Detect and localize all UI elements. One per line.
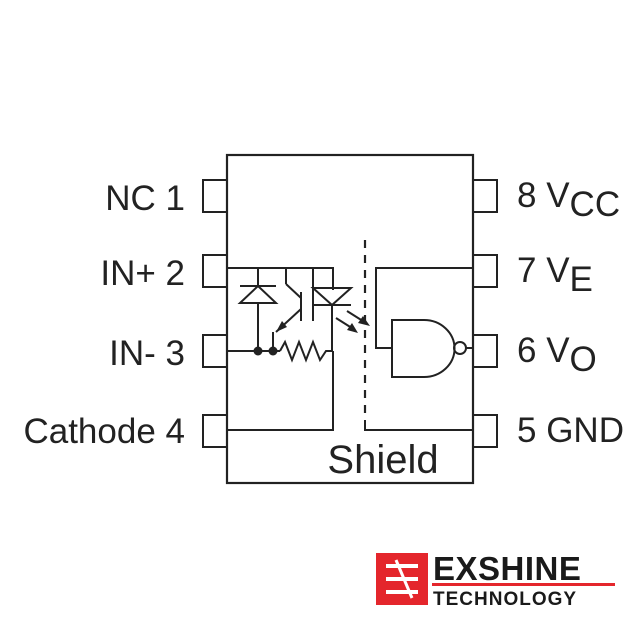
logo-subtitle: TECHNOLOGY bbox=[433, 589, 577, 610]
resistor-symbol bbox=[279, 339, 332, 363]
nand-inversion-bubble bbox=[453, 341, 467, 355]
pin-8-pad bbox=[472, 179, 498, 213]
pin-1-pad bbox=[202, 179, 228, 213]
pin-7-label: 7 VE bbox=[517, 251, 593, 299]
pin-7-pad bbox=[472, 254, 498, 288]
nand-gate-symbol bbox=[391, 319, 456, 378]
pin-2-label: IN+ 2 bbox=[100, 254, 185, 293]
pin-1-label: NC 1 bbox=[105, 179, 185, 218]
pin-2-pad bbox=[202, 254, 228, 288]
pin-4-pad bbox=[202, 414, 228, 448]
pin-4-label: Cathode 4 bbox=[23, 412, 185, 451]
input-circuit bbox=[227, 267, 370, 431]
pin-5-pad bbox=[472, 414, 498, 448]
pin-8-label: 8 VCC bbox=[517, 176, 620, 224]
junction-dot bbox=[268, 346, 278, 356]
pin-8-subscript: CC bbox=[570, 185, 621, 224]
exshine-logo: EXSHINE TECHNOLOGY bbox=[376, 550, 615, 610]
pin-6-label: 6 VO bbox=[517, 331, 597, 379]
package-outline bbox=[225, 153, 475, 485]
pin-6-pad bbox=[472, 334, 498, 368]
pin-8-prefix: 8 V bbox=[517, 176, 570, 215]
output-circuit bbox=[375, 267, 473, 378]
pin-3-label: IN- 3 bbox=[109, 334, 185, 373]
shield-outline bbox=[364, 420, 473, 431]
pin-7-subscript: E bbox=[570, 260, 593, 299]
junction-dot bbox=[253, 346, 263, 356]
pin-5-label: 5 GND bbox=[517, 411, 624, 450]
pin-3-pad bbox=[202, 334, 228, 368]
logo-name: EXSHINE bbox=[433, 550, 581, 587]
shield-label: Shield bbox=[327, 438, 438, 482]
pin-7-prefix: 7 V bbox=[517, 251, 570, 290]
pin-6-prefix: 6 V bbox=[517, 331, 570, 370]
pin-6-subscript: O bbox=[570, 340, 597, 379]
pin-5-prefix: 5 GND bbox=[517, 411, 624, 450]
